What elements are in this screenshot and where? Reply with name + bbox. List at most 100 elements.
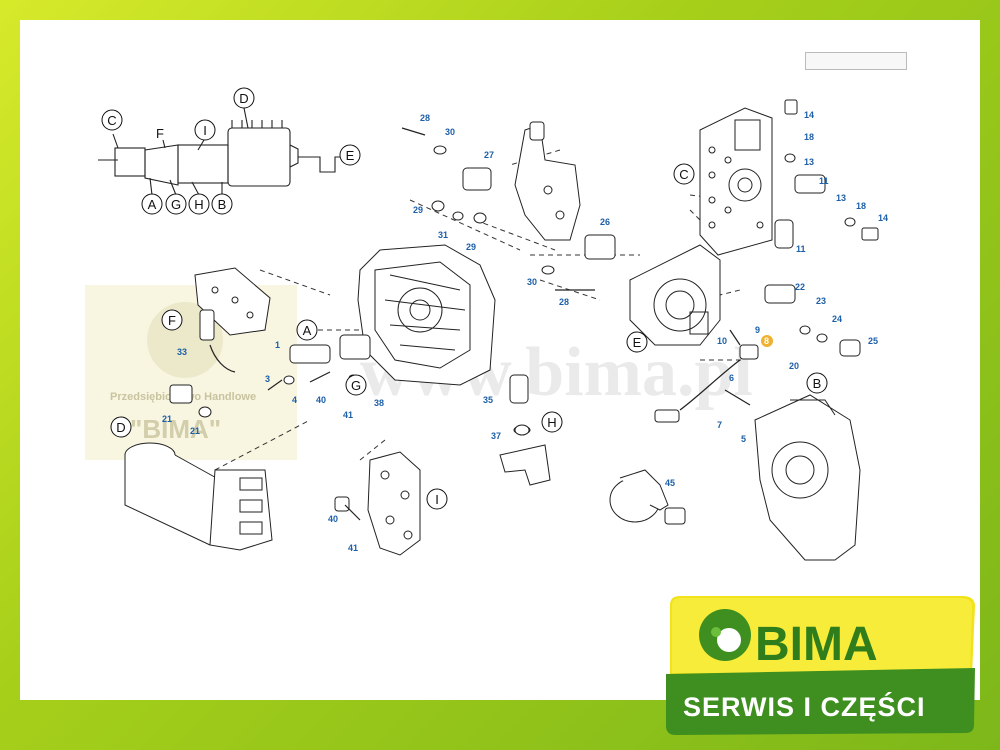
part-29-left: 29 <box>413 205 423 215</box>
overview-schematic <box>98 107 340 196</box>
group-labels: C F I D E A G H B C F A G E B D H I <box>101 87 828 510</box>
bima-logo: BIMA SERWIS I CZĘŚCI <box>666 596 975 735</box>
part-27: 27 <box>484 150 494 160</box>
part-40-label: 40 <box>328 514 338 524</box>
label-b-overview: B <box>211 193 233 215</box>
sensor-8 <box>739 344 759 360</box>
part-9: 9 <box>755 325 760 335</box>
part-28-bottom: 28 <box>559 297 569 307</box>
svg-text:A: A <box>303 323 312 338</box>
sensor-22 <box>764 284 796 304</box>
label-c: C <box>673 163 695 185</box>
part-33: 33 <box>177 347 187 357</box>
label-e-overview: E <box>339 144 361 166</box>
label-d-overview: D <box>233 87 255 109</box>
sensor-11b <box>774 219 794 249</box>
label-f: F <box>161 309 183 331</box>
svg-text:E: E <box>346 148 355 163</box>
watermark-company-name: "BIMA" <box>130 414 221 444</box>
svg-text:H: H <box>194 197 203 212</box>
sensor-27 <box>462 167 492 191</box>
svg-text:I: I <box>203 123 207 138</box>
sensor-40 <box>334 496 350 512</box>
label-a: A <box>296 319 318 341</box>
part-28-top: 28 <box>420 113 430 123</box>
label-d: D <box>110 416 132 438</box>
part-10: 10 <box>717 336 727 346</box>
bolt-12b <box>861 227 879 241</box>
part-39: 41 <box>343 410 353 420</box>
part-45: 45 <box>665 478 675 488</box>
label-g-overview: G <box>165 193 187 215</box>
sensor-11a <box>794 174 826 194</box>
part-25: 25 <box>868 336 878 346</box>
svg-text:F: F <box>168 313 176 328</box>
part-11-top: 11 <box>819 176 829 186</box>
part-38: 40 <box>316 395 326 405</box>
bolts <box>209 127 751 521</box>
part-20: 21 <box>162 414 172 424</box>
part-13-right: 13 <box>836 193 846 203</box>
label-h-overview: H <box>188 193 210 215</box>
svg-text:G: G <box>351 378 361 393</box>
filter-housing-d <box>124 442 273 551</box>
cap-45 <box>609 469 686 525</box>
part-34: 35 <box>483 395 493 405</box>
bracket-plate <box>514 121 581 241</box>
label-b: B <box>806 372 828 394</box>
sensor-34 <box>509 374 529 404</box>
part-26: 26 <box>600 217 610 227</box>
label-i: I <box>426 488 448 510</box>
plug-25 <box>839 339 861 357</box>
sensor-26 <box>584 234 616 260</box>
sensor-37 <box>339 334 371 360</box>
highlight-marker <box>761 335 773 347</box>
svg-text:I: I <box>435 492 439 507</box>
part-14-right: 18 <box>856 201 866 211</box>
svg-text:B: B <box>813 376 822 391</box>
svg-text:A: A <box>148 197 157 212</box>
svg-text:B: B <box>218 197 227 212</box>
svg-text:D: D <box>116 420 125 435</box>
part-21-label: 21 <box>190 426 200 436</box>
part-29-right: 29 <box>466 242 476 252</box>
part-31: 31 <box>438 230 448 240</box>
part-12-right: 14 <box>878 213 888 223</box>
sensor-1 <box>289 344 331 364</box>
housing-b <box>754 394 861 561</box>
valve-block-i <box>367 451 421 556</box>
bolt-12a <box>784 99 798 115</box>
label-g: G <box>345 374 367 396</box>
svg-text:G: G <box>171 197 181 212</box>
part-13-top: 13 <box>804 157 814 167</box>
washers <box>198 145 856 436</box>
logo-tagline: SERWIS I CZĘŚCI <box>683 691 926 722</box>
part-35: 37 <box>491 431 501 441</box>
svg-text:H: H <box>547 415 556 430</box>
part-6: 6 <box>729 373 734 383</box>
tee-fitting-h <box>499 425 551 486</box>
small-parts <box>169 99 879 512</box>
svg-text:F: F <box>156 126 164 141</box>
label-c-overview: C <box>101 109 123 131</box>
label-h: H <box>541 411 563 433</box>
part-4: 4 <box>292 395 297 405</box>
part-5: 5 <box>741 434 746 444</box>
sensor-33 <box>199 309 215 341</box>
part-30-top: 30 <box>445 127 455 137</box>
housing-e <box>629 244 721 346</box>
part-23: 23 <box>816 296 826 306</box>
part-14-top: 18 <box>804 132 814 142</box>
part-30-bottom: 30 <box>527 277 537 287</box>
plate-c <box>699 107 773 256</box>
part-22: 22 <box>795 282 805 292</box>
svg-text:D: D <box>239 91 248 106</box>
part-11-bottom: 11 <box>796 244 806 254</box>
part-7: 7 <box>717 420 722 430</box>
part-callouts: 28 30 27 29 31 29 26 30 28 14 18 13 11 1… <box>162 110 888 553</box>
svg-text:C: C <box>679 167 688 182</box>
top-right-box <box>805 52 907 70</box>
svg-text:C: C <box>107 113 116 128</box>
part-12-top: 14 <box>804 110 814 120</box>
